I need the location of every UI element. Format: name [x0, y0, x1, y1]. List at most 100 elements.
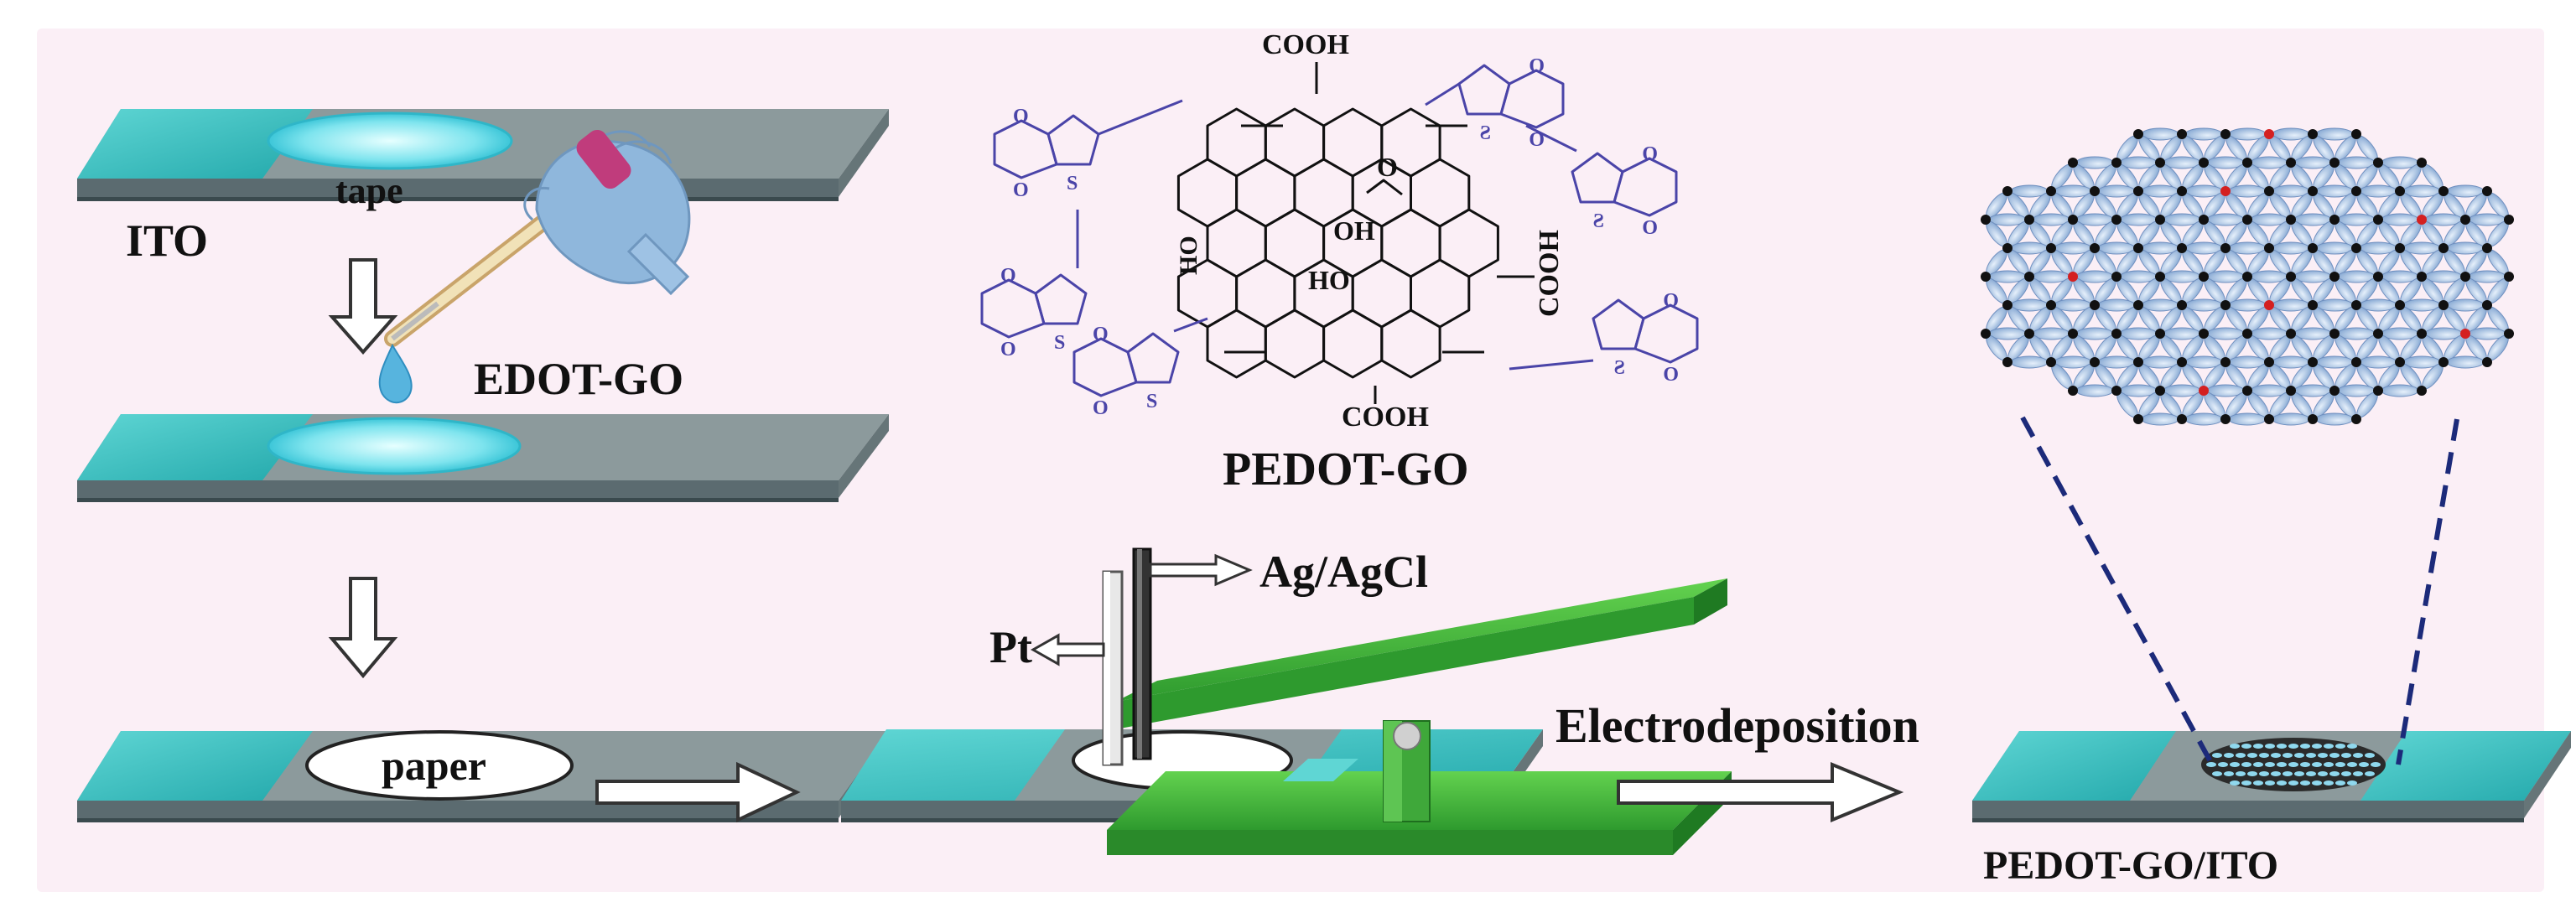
svg-text:O: O [1093, 397, 1109, 419]
carbon-atom [2155, 215, 2165, 225]
carbon-atom [2242, 329, 2252, 339]
svg-text:O: O [1663, 364, 1679, 386]
edot-unit: O O S [1072, 324, 1180, 419]
mini-ellipse [2265, 780, 2275, 786]
mini-ellipse [2259, 753, 2269, 758]
oh-center-label: OH [1333, 215, 1375, 246]
oxygen-atom [2264, 300, 2274, 310]
carbon-atom [2351, 129, 2361, 139]
svg-text:S: S [1146, 391, 1157, 412]
carbon-atom [2308, 243, 2318, 253]
carbon-atom [2373, 215, 2383, 225]
carbon-atom [2373, 272, 2383, 282]
carbon-atom [2090, 186, 2100, 196]
carbon-atom [2133, 300, 2143, 310]
carbon-atom [2111, 272, 2122, 282]
carbon-atom [2068, 329, 2078, 339]
carbon-atom [2177, 414, 2187, 424]
cooh-right-label: COOH [1534, 230, 1565, 317]
svg-text:O: O [1013, 106, 1029, 127]
green-clamp-cell [1107, 578, 1732, 855]
pipette-glove-icon [384, 129, 691, 347]
carbon-atom [1981, 215, 1991, 225]
carbon-atom [2395, 186, 2405, 196]
carbon-atom [2068, 158, 2078, 168]
down-arrow-icon [328, 258, 398, 355]
svg-text:S: S [1480, 122, 1491, 144]
mini-ellipse [2265, 744, 2275, 749]
carbon-atom [2133, 243, 2143, 253]
carbon-atom [2417, 386, 2427, 396]
pedot-linker [1525, 124, 1577, 153]
mini-ellipse [2312, 780, 2322, 786]
mini-ellipse [2230, 762, 2240, 767]
svg-text:O: O [1642, 143, 1658, 165]
carbon-atom [2417, 272, 2427, 282]
carbon-atom [2482, 300, 2492, 310]
pt-arrow-icon [1030, 633, 1105, 666]
carbon-atom [2264, 414, 2274, 424]
carbon-atom [2308, 300, 2318, 310]
mini-ellipse [2224, 753, 2234, 758]
mini-ellipse [2253, 744, 2263, 749]
ho-left-label: HO [1175, 236, 1202, 275]
mini-ellipse [2312, 744, 2322, 749]
carbon-atom [2177, 357, 2187, 367]
pedot-linker [1509, 359, 1594, 371]
carbon-atom [2242, 158, 2252, 168]
carbon-atom [2220, 243, 2231, 253]
paper-label: paper [382, 742, 486, 789]
ho-center-label: HO [1308, 265, 1350, 295]
mini-ellipse [2306, 771, 2316, 776]
hexagon-ring [1380, 309, 1441, 379]
carbon-atom [2351, 357, 2361, 367]
svg-text:O: O [1093, 324, 1109, 345]
pedot-chain-ellipse [2184, 412, 2223, 426]
droplet-icon [378, 343, 413, 403]
carbon-atom [2460, 215, 2470, 225]
mini-ellipse [2324, 762, 2334, 767]
carbon-atom [2046, 357, 2056, 367]
svg-text:S: S [1593, 210, 1604, 232]
mini-ellipse [2324, 744, 2334, 749]
carbon-atom [2504, 329, 2514, 339]
carbon-atom [2155, 329, 2165, 339]
carbon-atom [2482, 186, 2492, 196]
carbon-atom [2155, 272, 2165, 282]
mini-ellipse [2241, 762, 2251, 767]
mini-ellipse [2212, 771, 2222, 776]
carbon-atom [2024, 215, 2034, 225]
mini-ellipse [2253, 762, 2263, 767]
mini-ellipse [2224, 771, 2234, 776]
carbon-atom [2177, 129, 2187, 139]
carbon-atom [2504, 215, 2514, 225]
carbon-atom [2002, 357, 2012, 367]
svg-text:O: O [1013, 179, 1029, 201]
carbon-atom [2351, 414, 2361, 424]
mini-ellipse [2365, 753, 2375, 758]
carbon-atom [2090, 357, 2100, 367]
carbon-atom [2024, 329, 2034, 339]
mini-ellipse [2271, 771, 2281, 776]
oxygen-atom [2417, 215, 2427, 225]
carbon-atom [2438, 357, 2449, 367]
mini-ellipse [2277, 780, 2287, 786]
mini-ellipse [2247, 753, 2257, 758]
mini-ellipse [2277, 762, 2287, 767]
carbon-atom [2220, 129, 2231, 139]
mini-ellipse [2335, 780, 2345, 786]
pedot-linker [1098, 99, 1183, 136]
carbon-atom [2438, 243, 2449, 253]
carbon-atom [2308, 129, 2318, 139]
svg-text:O: O [1642, 217, 1658, 239]
carbon-atom [2133, 129, 2143, 139]
mini-ellipse [2347, 744, 2357, 749]
carbon-atom [2308, 414, 2318, 424]
oxygen-atom [2264, 129, 2274, 139]
carbon-atom [2286, 272, 2296, 282]
pedot-go-ito-label: PEDOT-GO/ITO [1983, 843, 2278, 888]
carbon-atom [2395, 357, 2405, 367]
edot-go-label: EDOT-GO [474, 354, 683, 404]
carbon-atom [2286, 215, 2296, 225]
